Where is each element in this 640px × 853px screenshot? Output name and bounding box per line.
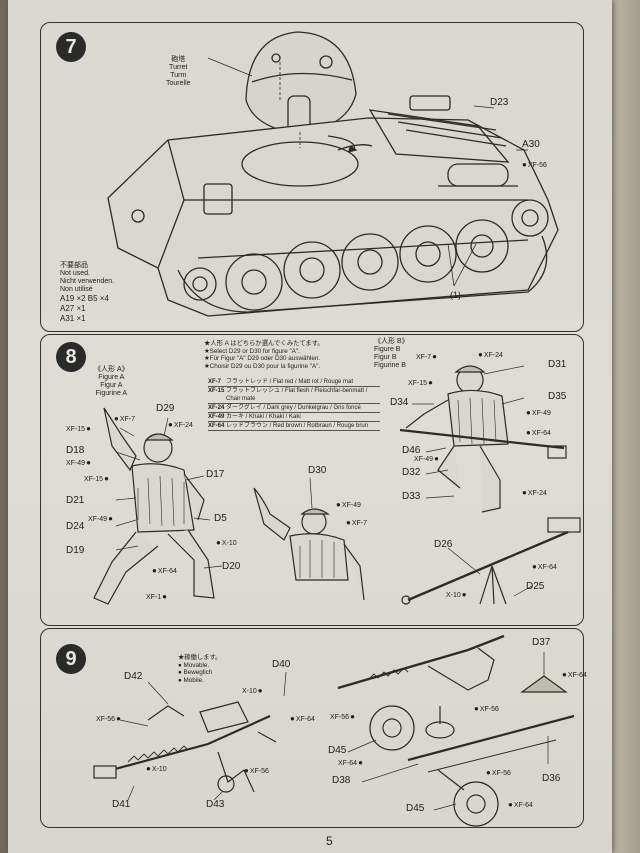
paint-xf7-b: XF-7 <box>416 352 437 361</box>
part-label-d17: D17 <box>206 469 225 480</box>
step-7-badge: 7 <box>56 32 86 62</box>
page-number: 5 <box>326 834 333 848</box>
part-label-d31: D31 <box>548 359 567 370</box>
step-9-badge: 9 <box>56 644 86 674</box>
step-8-panel <box>40 334 584 626</box>
part-label-d34: D34 <box>390 397 409 408</box>
paint-xf56-s9a: XF-56 <box>96 714 121 723</box>
paint-x10-s9a: X-10 <box>242 686 263 695</box>
paint-xf15-a1: XF-15 <box>66 424 91 433</box>
turret-label: 砲塔 Turret Turm Tourelle <box>166 56 191 87</box>
not-used-parts: 不要部品 Not used. Nicht verwenden. Non util… <box>60 262 115 323</box>
paint-xf49-b2: XF-49 <box>414 454 439 463</box>
part-label-d42: D42 <box>124 671 143 682</box>
paint-x10-b: X-10 <box>446 590 467 599</box>
paint-xf56-s9d: XF-56 <box>330 712 355 721</box>
paint-xf64-b2: XF-64 <box>532 562 557 571</box>
part-label-a30: A30 <box>522 139 540 150</box>
part-label-d45-b: D45 <box>406 803 425 814</box>
tank-hull-illustration <box>107 31 559 317</box>
paint-xf49-b: XF-49 <box>526 408 551 417</box>
part-label-d23: D23 <box>490 97 509 108</box>
paint-xf56-s9b: XF-56 <box>244 766 269 775</box>
paint-x10-a: X-10 <box>216 538 237 547</box>
paint-xf64-b1: XF-64 <box>526 428 551 437</box>
paint-xf56-step7: XF-56 <box>522 160 547 169</box>
part-label-d29: D29 <box>156 403 175 414</box>
paint-xf1-a: XF-1 <box>146 592 167 601</box>
part-label-d26: D26 <box>434 539 453 550</box>
paint-xf64-s9d: XF-64 <box>508 800 533 809</box>
movable-notes: ★稼働します。 ● Movable. ● Beweglich ● Mobile. <box>178 654 222 684</box>
instruction-sheet: 7 砲塔 Turret Turm Tourelle <box>8 0 612 853</box>
part-label-d5: D5 <box>214 513 227 524</box>
paint-xf24-a1: XF-24 <box>168 420 193 429</box>
part-label-d21: D21 <box>66 495 85 506</box>
part-label-d45-a: D45 <box>328 745 347 756</box>
paint-xf49-a1: XF-49 <box>66 458 91 467</box>
part-label-d30: D30 <box>308 465 327 476</box>
part-label-d46: D46 <box>402 445 421 456</box>
part-label-d40: D40 <box>272 659 291 670</box>
part-label-d18: D18 <box>66 445 85 456</box>
paint-xf24-b1: XF-24 <box>478 350 503 359</box>
paint-xf15-a2: XF-15 <box>84 474 109 483</box>
select-figure-notes: ★人形 A はどちらか選んでくみたてます。 ★Select D29 or D30… <box>204 340 324 370</box>
figure-a-title: 《人形 A》 Figure A Figur A Figurine A <box>94 366 129 397</box>
paint-xf15-b: XF-15 <box>408 378 433 387</box>
part-label-d33: D33 <box>402 491 421 502</box>
part-label-d25: D25 <box>526 581 545 592</box>
step-7-panel <box>40 22 584 332</box>
paint-xf24-b2: XF-24 <box>522 488 547 497</box>
paint-xf64-a: XF-64 <box>152 566 177 575</box>
antitank-rifle-illustration <box>93 634 575 827</box>
step-9-panel <box>40 628 584 828</box>
figures-illustration <box>93 365 581 605</box>
paint-xf64-s9c: XF-64 <box>338 758 363 767</box>
paint-x10-s9b: X-10 <box>146 764 167 773</box>
part-label-d32: D32 <box>402 467 421 478</box>
part-label-d24: D24 <box>66 521 85 532</box>
part-label-d37: D37 <box>532 637 551 648</box>
paint-xf7-a1: XF-7 <box>114 414 135 423</box>
paint-xf49-a3: XF-49 <box>336 500 361 509</box>
part-label-d35: D35 <box>548 391 567 402</box>
paint-xf64-s9a: XF-64 <box>290 714 315 723</box>
part-label-d36: D36 <box>542 773 561 784</box>
step-8-badge: 8 <box>56 342 86 372</box>
figure-b-title: 《人形 B》 Figure B Figur B Figurine B <box>374 338 409 369</box>
callout-1: (1) <box>450 290 461 300</box>
part-label-d19: D19 <box>66 545 85 556</box>
paint-xf56-s9c: XF-56 <box>474 704 499 713</box>
paint-xf56-s9e: XF-56 <box>486 768 511 777</box>
part-label-d43: D43 <box>206 799 225 810</box>
part-label-d41: D41 <box>112 799 131 810</box>
paint-xf7-a2: XF-7 <box>346 518 367 527</box>
part-label-d38: D38 <box>332 775 351 786</box>
paint-xf49-a2: XF-49 <box>88 514 113 523</box>
paint-xf64-s9b: XF-64 <box>562 670 587 679</box>
part-label-d20: D20 <box>222 561 241 572</box>
